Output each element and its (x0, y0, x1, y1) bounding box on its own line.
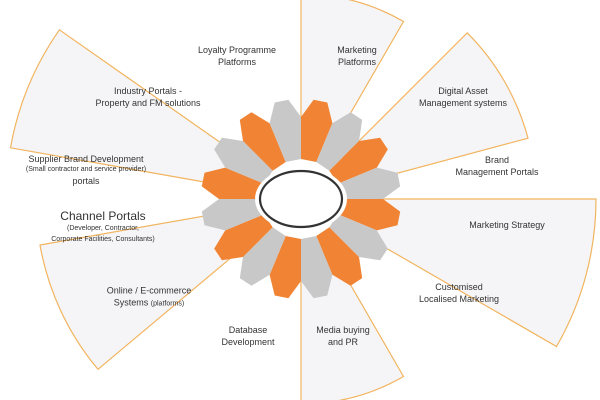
highlight-panels (9, 0, 597, 400)
gear-wedge (201, 167, 264, 199)
label-online-systems-word: Systems (113, 297, 149, 308)
hub-ring (258, 169, 344, 229)
label-online-ecommerce-systems: Online / E-commerce Systems (platforms) (106, 285, 192, 308)
gear-wedge (329, 214, 388, 261)
gear-wedge (301, 236, 333, 299)
label-industry-portals: Industry Portals - Property and FM solut… (95, 86, 201, 108)
gear-wedge (239, 227, 286, 286)
gear-wedge (329, 137, 388, 184)
label-media-buying-and-pr: Media buying and PR (316, 325, 370, 347)
label-brand-management-portals: Brand Management Portals (455, 155, 539, 177)
gear-wedge (301, 99, 333, 162)
gear-wedge (316, 227, 363, 286)
label-loyalty-programme-platforms: Loyalty Programme Platforms (197, 45, 277, 67)
gear-wedge (239, 112, 286, 171)
gear-ring (201, 99, 401, 299)
label-supplier-brand-development-portals: Supplier Brand Development (Small contra… (25, 154, 147, 186)
label-database-development: Database Development (221, 325, 275, 347)
label-channel-portals: Channel Portals (Developer, Contractor, … (51, 209, 155, 243)
gear-wedge (269, 99, 301, 162)
label-digital-asset-management-systems: Digital Asset Management systems (418, 86, 508, 108)
label-marketing-platforms: Marketing Platforms (337, 45, 377, 67)
center-hub (255, 167, 347, 231)
label-customised-localised-marketing: Customised Localised Marketing (418, 282, 500, 304)
gear-wedge (269, 236, 301, 299)
gear-wedge (338, 167, 401, 199)
label-online-platforms-note: (platforms) (150, 300, 185, 308)
label-marketing-strategy: Marketing Strategy (469, 220, 545, 230)
gear-wedge (214, 137, 273, 184)
gear-wedge (201, 199, 264, 231)
gear-wedge (316, 112, 363, 171)
gear-wedge (338, 199, 401, 231)
gear-wedge (214, 214, 273, 261)
